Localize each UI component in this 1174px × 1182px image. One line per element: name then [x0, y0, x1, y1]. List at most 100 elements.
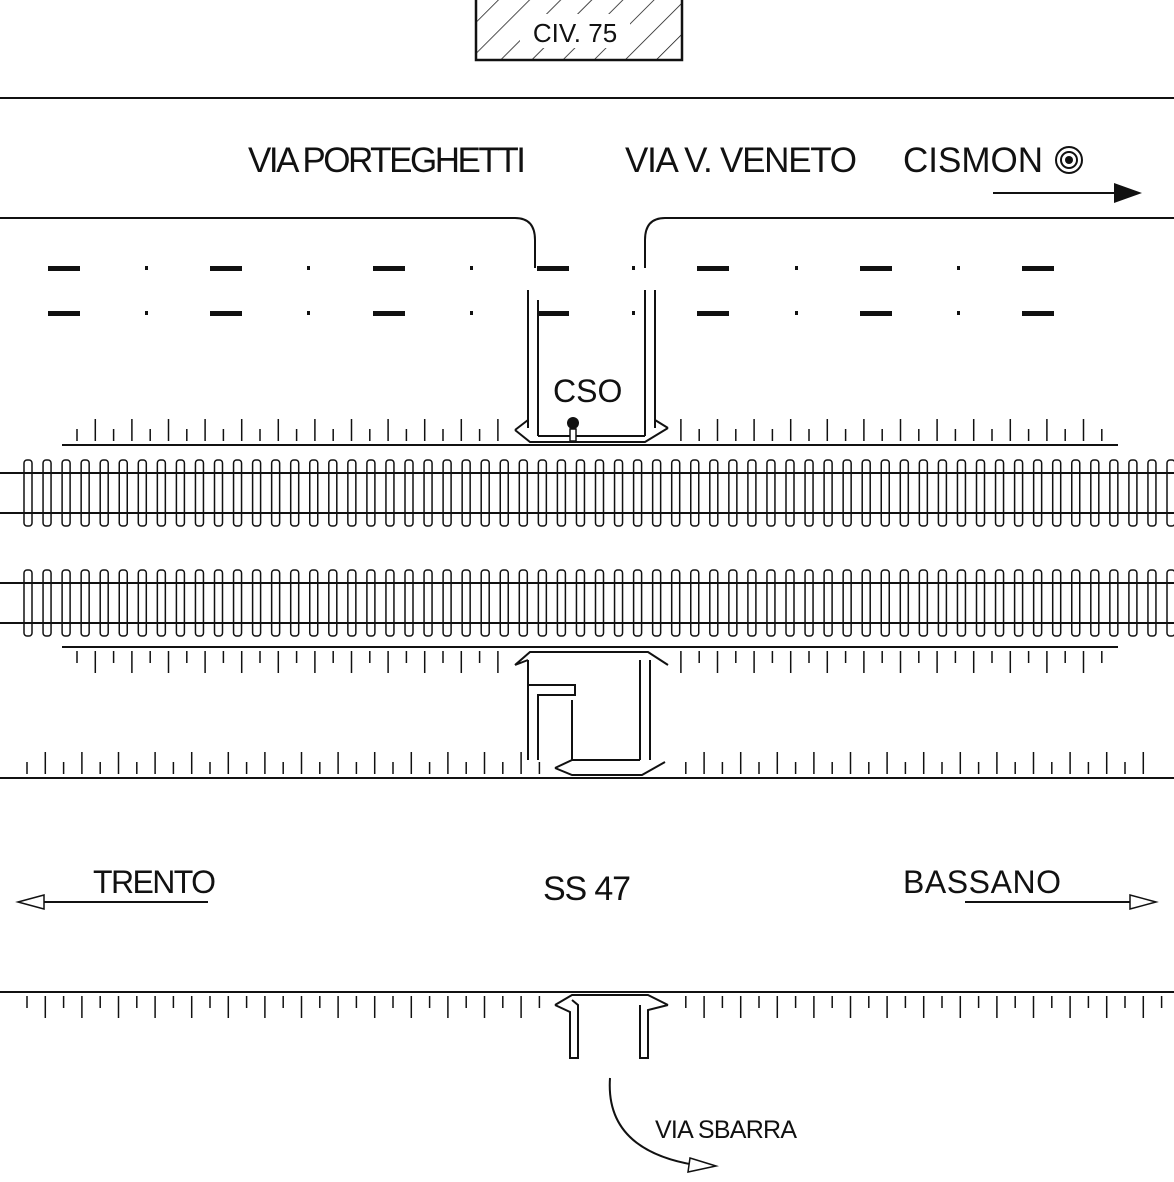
- arrow-left-icon: [15, 894, 208, 910]
- railway-sleeper: [137, 459, 148, 527]
- railway-sleeper: [1071, 459, 1081, 527]
- railway-sleeper: [537, 569, 548, 637]
- building-civ-75: CIV. 75: [474, 0, 684, 62]
- railway-sleeper: [823, 569, 833, 637]
- arrow-right-icon: [965, 894, 1159, 910]
- railway-sleeper: [1128, 459, 1138, 527]
- railway-sleeper: [728, 459, 738, 527]
- railway-sleeper: [156, 569, 167, 637]
- lane-dash: [537, 311, 569, 316]
- railway-sleeper: [80, 569, 90, 637]
- railway-sleeper: [194, 569, 205, 637]
- railway-tracks: [0, 459, 1174, 637]
- railway-sleeper: [804, 459, 814, 527]
- railway-sleeper: [480, 459, 490, 527]
- railway-sleeper: [975, 569, 986, 637]
- railway-sleeper: [23, 459, 33, 527]
- lane-dot: [632, 266, 635, 270]
- railway-sleeper: [309, 569, 319, 637]
- railway-sleeper: [366, 459, 376, 527]
- railway-sleeper: [213, 459, 224, 527]
- direction-label-bassano: BASSANO: [903, 864, 1061, 900]
- railway-sleeper: [766, 459, 776, 527]
- lane-dash: [210, 266, 242, 271]
- railway-sleeper: [556, 459, 567, 527]
- railway-sleeper: [880, 569, 890, 637]
- railway-sleeper: [956, 569, 967, 637]
- railway-sleeper: [709, 459, 719, 527]
- railway-sleeper: [1032, 459, 1043, 527]
- railway-sleeper: [385, 459, 395, 527]
- railway-sleeper: [537, 459, 548, 527]
- railway-sleeper: [1166, 459, 1174, 527]
- railway-sleeper: [385, 569, 395, 637]
- lane-dash: [48, 311, 80, 316]
- lane-dot: [470, 311, 473, 315]
- railway-sleeper: [785, 459, 795, 527]
- lane-dash: [1022, 266, 1054, 271]
- cso-channel: [514, 290, 669, 443]
- railway-sleeper: [804, 569, 814, 637]
- manhole-icon: [567, 417, 579, 442]
- railway-sleeper: [1051, 569, 1062, 637]
- railway-sleeper: [347, 459, 357, 527]
- railway-sleeper: [690, 459, 700, 527]
- railway-sleeper: [690, 569, 700, 637]
- railway-sleeper: [328, 459, 338, 527]
- lane-dash: [697, 266, 729, 271]
- arrow-right-icon: [993, 183, 1142, 203]
- railway-sleeper: [99, 569, 109, 637]
- railway-sleeper: [842, 569, 852, 637]
- railway-sleeper: [613, 459, 624, 527]
- lane-dot: [632, 311, 635, 315]
- railway-sleeper: [366, 569, 376, 637]
- lane-dash: [537, 266, 569, 271]
- railway-sleeper: [1109, 459, 1119, 527]
- railway-sleeper: [42, 569, 52, 637]
- railway-sleeper: [270, 569, 281, 637]
- railway-sleeper: [1128, 569, 1138, 637]
- target-icon: [1055, 146, 1083, 174]
- railway-sleeper: [632, 569, 643, 637]
- lane-dash: [48, 266, 80, 271]
- curved-arrow-icon: [608, 1077, 719, 1173]
- railway-sleeper: [632, 459, 643, 527]
- lane-dot: [957, 311, 960, 315]
- railway-sleeper: [613, 569, 624, 637]
- direction-label-trento: TRENTO: [93, 864, 216, 900]
- fences: [26, 419, 1163, 1018]
- lane-dot: [307, 311, 310, 315]
- railway-sleeper: [61, 569, 71, 637]
- lane-markings: [48, 266, 1054, 316]
- railway-sleeper: [918, 569, 929, 637]
- railway-sleeper: [251, 459, 262, 527]
- railway-sleeper: [118, 459, 128, 527]
- railway-sleeper: [670, 459, 681, 527]
- railway-sleeper: [766, 569, 776, 637]
- railway-sleeper: [937, 459, 948, 527]
- street-label-via-sbarra: VIA SBARRA: [655, 1116, 797, 1144]
- underpass: [514, 651, 669, 776]
- railway-sleeper: [728, 569, 738, 637]
- railway-sleeper: [937, 569, 948, 637]
- railway-sleeper: [1013, 459, 1024, 527]
- railway-sleeper: [232, 569, 243, 637]
- railway-sleeper: [1032, 569, 1043, 637]
- railway-sleeper: [1090, 459, 1100, 527]
- railway-sleeper: [594, 459, 605, 527]
- building-label: CIV. 75: [533, 18, 617, 48]
- cso-label: CSO: [553, 373, 622, 409]
- lane-dot: [145, 311, 148, 315]
- railway-sleeper: [1090, 569, 1100, 637]
- railway-sleeper: [880, 459, 890, 527]
- railway-sleeper: [823, 459, 833, 527]
- railway-sleeper: [861, 569, 871, 637]
- railway-sleeper: [270, 459, 281, 527]
- railway-sleeper: [423, 569, 433, 637]
- railway-sleeper: [956, 459, 967, 527]
- railway-sleeper: [1166, 569, 1174, 637]
- railway-sleeper: [670, 569, 681, 637]
- railway-sleeper: [709, 569, 719, 637]
- railway-sleeper: [994, 569, 1005, 637]
- railway-sleeper: [461, 459, 471, 527]
